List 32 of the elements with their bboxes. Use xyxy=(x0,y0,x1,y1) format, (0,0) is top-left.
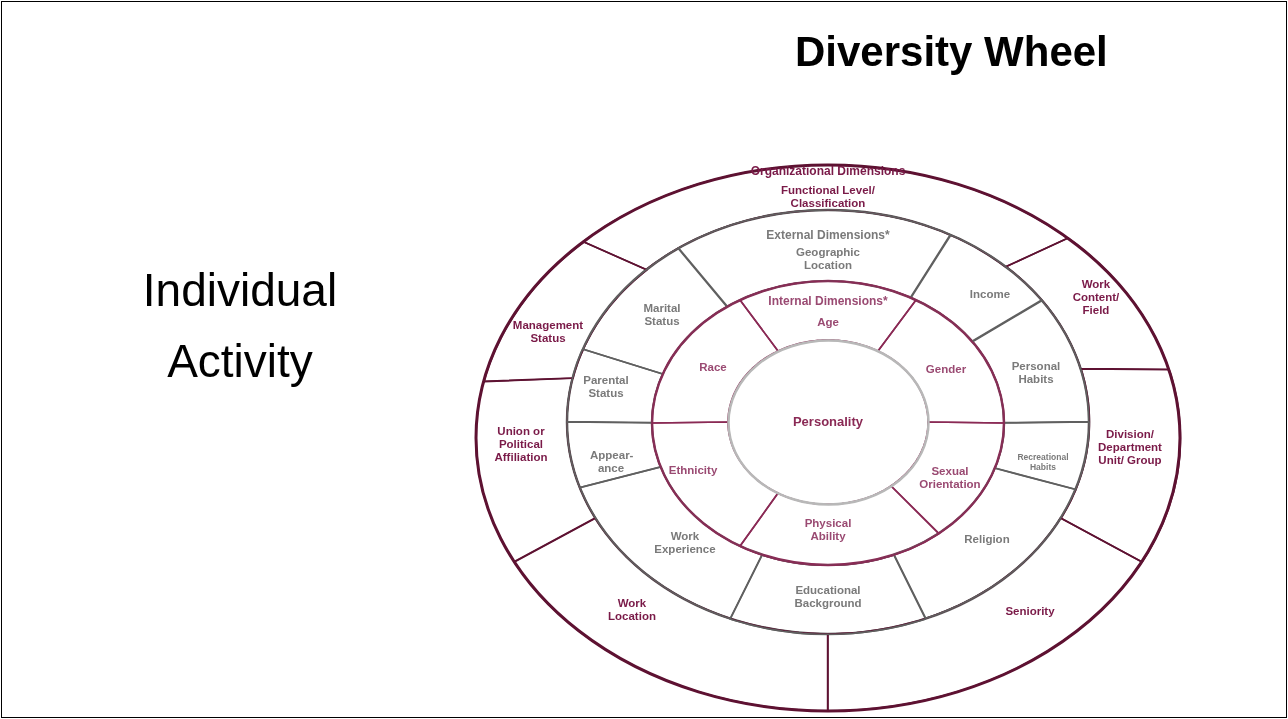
title: Diversity Wheel xyxy=(795,28,1108,76)
side-text: Individual Activity xyxy=(141,263,339,390)
segment-label: Union or Political Affiliation xyxy=(493,425,549,465)
segment-label: Division/ Department Unit/ Group xyxy=(1097,428,1163,468)
segment-label: Ethnicity xyxy=(667,464,719,478)
ring-heading: Internal Dimensions* xyxy=(767,295,889,309)
segment-label: Functional Level/ Classification xyxy=(780,183,876,211)
segment-label: Income xyxy=(968,288,1012,302)
ring-heading: External Dimensions* xyxy=(765,229,891,243)
segment-label: Seniority xyxy=(1004,605,1056,619)
segment-label: Appear- ance xyxy=(590,448,632,476)
segment-label: Religion xyxy=(963,533,1011,547)
segment-label: Sexual Orientation xyxy=(918,464,982,492)
segment-label: Recreational Habits xyxy=(1016,453,1070,473)
segment-label: Gender xyxy=(924,363,968,377)
segment-label: Race xyxy=(698,361,728,375)
segment-label: Work Location xyxy=(607,596,657,624)
wheel-segment xyxy=(908,232,1044,344)
segment-label: Physical Ability xyxy=(803,516,853,544)
segment-label: Work Experience xyxy=(653,529,717,557)
center-label: Personality xyxy=(791,414,865,430)
segment-label: Parental Status xyxy=(582,373,630,401)
segment-label: Personal Habits xyxy=(1010,359,1062,387)
wheel-segment xyxy=(888,420,1006,536)
segment-label: Marital Status xyxy=(642,301,682,329)
wheel-segment xyxy=(738,279,918,353)
segment-label: Educational Background xyxy=(793,583,863,611)
segment-label: Management Status xyxy=(511,318,585,346)
segment-label: Geographic Location xyxy=(795,245,861,273)
segment-label: Age xyxy=(816,316,840,330)
wheel-segment xyxy=(565,420,663,490)
segment-label: Work Content/ Field xyxy=(1071,278,1121,318)
